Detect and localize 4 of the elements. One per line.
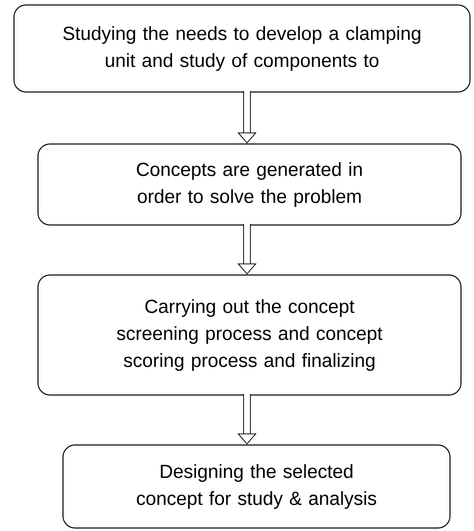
process-box: Studying the needs to develop a clamping unit and study of components to (14, 4, 470, 92)
process-box: Concepts are generated in order to solve the problem (38, 144, 462, 226)
process-box: Carrying out the concept screening process and concept scoring process and finalizing (38, 274, 462, 396)
process-box: Designing the selected concept for study & analysis (62, 444, 450, 528)
